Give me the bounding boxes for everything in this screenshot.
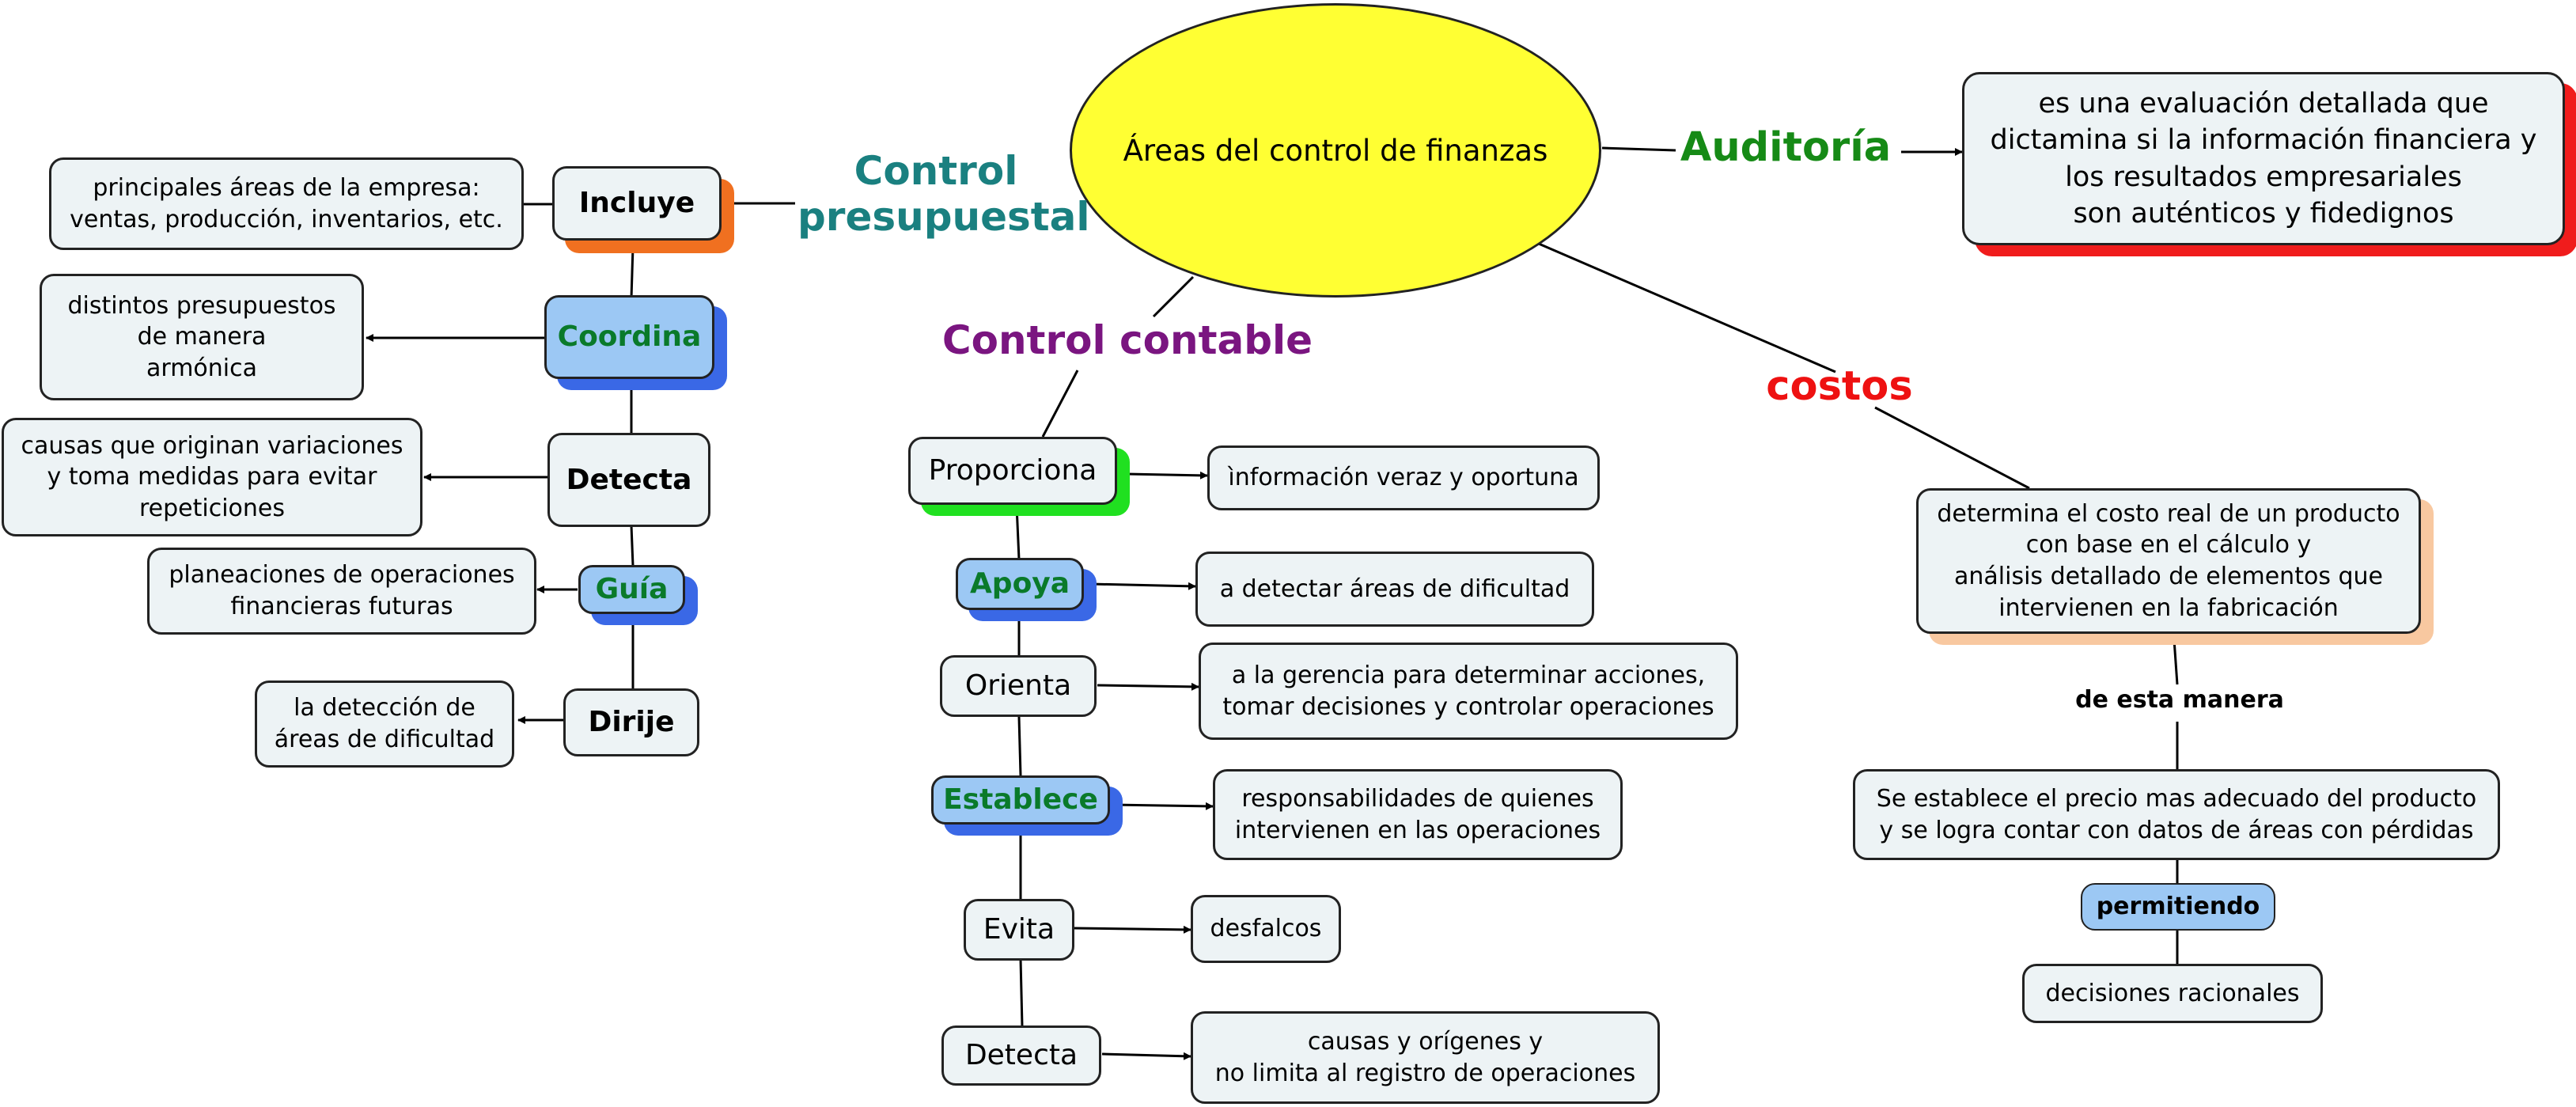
auditoria-desc: es una evaluación detallada que dictamin… xyxy=(1962,72,2565,245)
costos-precio-desc: Se establece el precio mas adecuado del … xyxy=(1853,769,2500,860)
presupuestal-dirije-node: Dirije xyxy=(563,688,699,756)
presupuestal-guia-node: Guía xyxy=(578,565,685,614)
presupuestal-coordina-desc: distintos presupuestos de manera armónic… xyxy=(40,274,364,400)
contable-orienta-node: Orienta xyxy=(940,655,1097,717)
branch-control-contable: Control contable xyxy=(941,317,1313,363)
branch-control-presupuestal: Control presupuestal xyxy=(797,148,1090,240)
contable-apoya-node: Apoya xyxy=(956,558,1084,610)
contable-detecta-desc: causas y orígenes y no limita al registr… xyxy=(1191,1011,1660,1104)
contable-evita-desc: desfalcos xyxy=(1191,895,1341,963)
branch-auditoria: Auditoría xyxy=(1680,124,1892,171)
contable-establece-desc: responsabilidades de quienes intervienen… xyxy=(1213,769,1623,860)
central-topic: Áreas del control de finanzas xyxy=(1070,3,1601,298)
presupuestal-detecta-node: Detecta xyxy=(547,433,710,527)
presupuestal-incluye-desc: principales áreas de la empresa: ventas,… xyxy=(49,157,524,250)
costos-link-de-esta-manera: de esta manera xyxy=(2075,686,2284,714)
contable-establece-node: Establece xyxy=(931,775,1110,825)
presupuestal-dirije-desc: la detección de áreas de dificultad xyxy=(255,681,514,768)
contable-proporciona-desc: ìnformación veraz y oportuna xyxy=(1207,445,1600,510)
contable-proporciona-node: Proporciona xyxy=(908,437,1117,505)
contable-apoya-desc: a detectar áreas de dificultad xyxy=(1195,552,1594,627)
presupuestal-coordina-node: Coordina xyxy=(544,295,714,379)
costos-determina-desc: determina el costo real de un producto c… xyxy=(1916,488,2421,634)
costos-link-permitiendo: permitiendo xyxy=(2081,883,2275,931)
contable-evita-node: Evita xyxy=(964,899,1074,961)
contable-orienta-desc: a la gerencia para determinar acciones, … xyxy=(1199,643,1738,740)
presupuestal-incluye-node: Incluye xyxy=(552,166,722,241)
branch-costos: costos xyxy=(1766,363,1913,410)
contable-detecta-node: Detecta xyxy=(941,1025,1101,1086)
costos-decisiones-desc: decisiones racionales xyxy=(2022,964,2323,1023)
presupuestal-detecta-desc: causas que originan variaciones y toma m… xyxy=(2,418,422,536)
presupuestal-guia-desc: planeaciones de operaciones financieras … xyxy=(147,548,536,635)
